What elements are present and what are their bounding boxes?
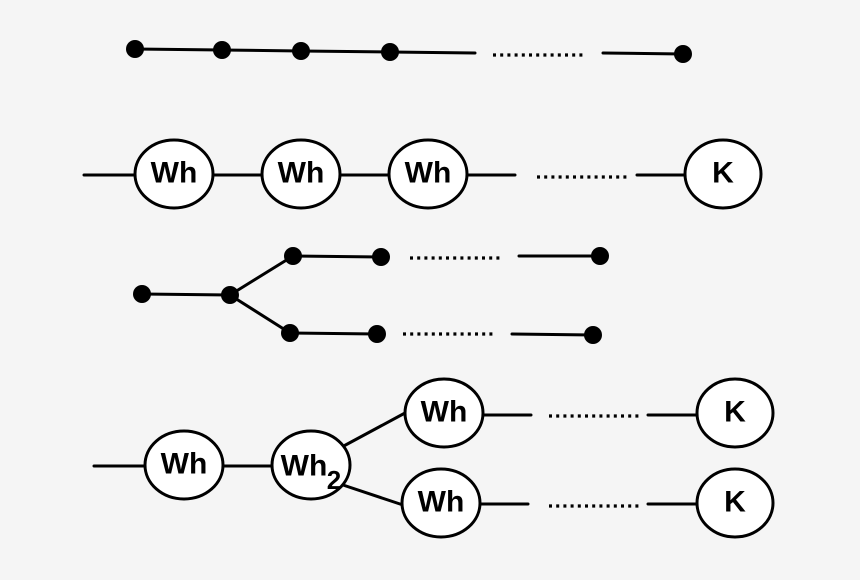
point (126, 40, 144, 58)
chain-4-branched-labeled: Wh Wh 2 Wh Wh K K (92, 377, 775, 539)
wh-node-label: Wh (161, 448, 208, 481)
k-node-label: K (724, 396, 746, 429)
wh-node-label: Wh (151, 157, 198, 190)
edge (338, 482, 405, 507)
wh-node: Wh (387, 138, 469, 210)
wh-node-label: Wh (421, 396, 468, 429)
point (368, 325, 386, 343)
point (221, 286, 239, 304)
edge (228, 293, 292, 335)
k-node: K (695, 377, 775, 449)
wh-node: Wh (400, 467, 482, 539)
edge (228, 254, 295, 297)
wh2-node: Wh 2 (270, 429, 352, 501)
point (284, 247, 302, 265)
edge (601, 51, 685, 56)
edge (338, 411, 407, 450)
wh-node: Wh (260, 138, 342, 210)
k-node: K (695, 467, 775, 539)
edge (288, 331, 379, 336)
edge (510, 332, 595, 337)
wh-node: Wh (403, 377, 485, 449)
edge (133, 47, 224, 52)
point (591, 247, 609, 265)
edge (140, 292, 232, 297)
k-node-label: K (712, 157, 734, 190)
edge (299, 49, 392, 54)
k-node-label: K (724, 486, 746, 519)
edge (388, 50, 477, 55)
chain-3-branched-points (133, 247, 609, 344)
point (292, 42, 310, 60)
wh-node: Wh (133, 138, 215, 210)
wh-node-label: Wh (278, 157, 325, 190)
point (372, 248, 390, 266)
point (133, 285, 151, 303)
point (584, 326, 602, 344)
point (213, 41, 231, 59)
edge (291, 254, 383, 259)
wh2-node-subscript: 2 (327, 465, 341, 495)
k-node: K (683, 138, 763, 210)
wh2-node-label: Wh (281, 450, 328, 483)
point (381, 43, 399, 61)
wh-node-label: Wh (405, 157, 452, 190)
chain-2-linear-labeled: Wh Wh Wh K (82, 138, 763, 210)
edge (220, 48, 303, 53)
wh-node-label: Wh (418, 486, 465, 519)
point (281, 324, 299, 342)
point (674, 45, 692, 63)
chain-1-linear-points (126, 40, 692, 63)
wh-node: Wh (143, 429, 225, 501)
